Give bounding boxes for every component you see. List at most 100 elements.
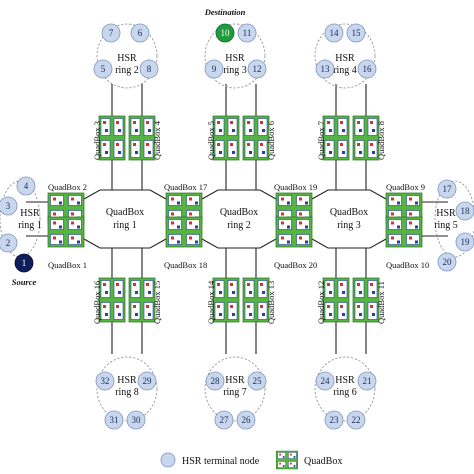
quadbox-ring-3-sub: ring 3 <box>337 220 361 231</box>
destination-label: Destination <box>204 7 246 17</box>
hsr-ring-8-label: HSR <box>117 375 137 386</box>
terminal-node-5: 5 <box>93 59 113 79</box>
svg-text:25: 25 <box>253 376 263 386</box>
hsr-ring-2-label: HSR <box>117 53 137 64</box>
hsr-ring-7-label: HSR <box>225 375 245 386</box>
terminal-node-2: 2 <box>0 233 18 253</box>
hsr-ring-6-sub: ring 6 <box>333 387 357 398</box>
quadbox-20-label: QuadBox 20 <box>274 260 317 270</box>
quadbox-ring-1-sub: ring 1 <box>113 220 137 231</box>
terminal-nodes: 7 6 5 8 10 11 9 12 14 15 13 16 4 3 2 1 1… <box>0 23 474 430</box>
quadbox-7 <box>322 115 350 161</box>
quadbox-9-label: QuadBox 9 <box>386 182 425 192</box>
quadbox-3-label: QuadBox 3 <box>92 121 102 160</box>
svg-text:27: 27 <box>220 415 230 425</box>
svg-text:6: 6 <box>138 28 143 38</box>
terminal-node-28: 28 <box>205 371 225 391</box>
terminal-node-26: 26 <box>236 410 256 430</box>
hsr-ring-6-label: HSR <box>335 375 355 386</box>
quadbox-13-label: QuadBox 13 <box>266 281 276 324</box>
terminal-node-24: 24 <box>315 371 335 391</box>
terminal-node-13: 13 <box>315 59 335 79</box>
quadbox-19-label: QuadBox 19 <box>274 182 317 192</box>
hsr-ring-4-label: HSR <box>335 53 355 64</box>
svg-text:10: 10 <box>221 28 231 38</box>
legend-quadbox-icon <box>275 450 299 470</box>
svg-text:15: 15 <box>352 28 362 38</box>
svg-text:7: 7 <box>109 28 114 38</box>
quadbox-12-label: QuadBox 12 <box>316 281 326 324</box>
terminal-node-15: 15 <box>346 23 366 43</box>
svg-text:16: 16 <box>363 64 373 74</box>
quadbox-4-label: QuadBox 4 <box>152 120 162 160</box>
quadbox-6-label: QuadBox 6 <box>266 121 276 160</box>
terminal-node-17: 17 <box>437 179 457 199</box>
quadbox-3 <box>98 115 126 161</box>
legend: HSR terminal node QuadBox <box>160 450 342 470</box>
quadbox-7-label: QuadBox 7 <box>316 121 326 160</box>
quadbox-16 <box>98 277 126 323</box>
terminal-node-22: 22 <box>346 410 366 430</box>
quadbox-10 <box>385 216 423 248</box>
quadbox-1 <box>47 216 85 248</box>
terminal-node-1: 1 <box>14 253 34 273</box>
svg-text:1: 1 <box>22 258 27 268</box>
hsr-ring-7-sub: ring 7 <box>223 387 247 398</box>
quadbox-ring-labels: QuadBox ring 1 QuadBox ring 2 QuadBox ri… <box>106 207 368 231</box>
terminal-node-6: 6 <box>130 23 150 43</box>
quadbox-16-label: QuadBox 16 <box>92 281 102 324</box>
legend-terminal-node-label: HSR terminal node <box>182 456 260 467</box>
svg-text:26: 26 <box>242 415 252 425</box>
svg-text:21: 21 <box>363 376 372 386</box>
svg-text:28: 28 <box>211 376 221 386</box>
quadbox-ring-3-label: QuadBox <box>330 207 368 218</box>
terminal-node-29: 29 <box>137 371 157 391</box>
hsr-ring-3-label: HSR <box>225 53 245 64</box>
svg-text:2: 2 <box>6 238 11 248</box>
terminal-node-20: 20 <box>437 252 457 272</box>
quadbox-1-label: QuadBox 1 <box>48 260 87 270</box>
svg-text:12: 12 <box>253 64 262 74</box>
source-label: Source <box>12 277 37 287</box>
terminal-node-16: 16 <box>357 59 377 79</box>
quadbox-labels: QuadBox 2 QuadBox 1 QuadBox 17 QuadBox 1… <box>48 120 429 324</box>
terminal-node-9: 9 <box>204 59 224 79</box>
svg-text:29: 29 <box>143 376 153 386</box>
terminal-node-12: 12 <box>247 59 267 79</box>
legend-quadbox-label: QuadBox <box>304 456 342 467</box>
quadbox-18 <box>165 216 203 248</box>
svg-text:4: 4 <box>24 181 29 191</box>
hsr-ring-1-sub: ring 1 <box>18 220 42 231</box>
terminal-node-7: 7 <box>101 23 121 43</box>
terminal-node-4: 4 <box>16 176 36 196</box>
svg-text:20: 20 <box>443 257 453 267</box>
svg-text:9: 9 <box>212 64 217 74</box>
backbone-wires <box>26 84 448 354</box>
quadbox-5 <box>212 115 240 161</box>
terminal-node-18: 18 <box>455 201 474 221</box>
svg-text:11: 11 <box>243 28 252 38</box>
hsr-ring-1-label: HSR <box>20 208 40 219</box>
terminal-node-14: 14 <box>324 23 344 43</box>
quadbox-18-label: QuadBox 18 <box>164 260 207 270</box>
terminal-node-8: 8 <box>139 59 159 79</box>
svg-text:31: 31 <box>110 415 119 425</box>
hsr-ring-outlines <box>0 23 474 422</box>
svg-text:24: 24 <box>321 376 331 386</box>
terminal-node-27: 27 <box>214 410 234 430</box>
quadbox-14-label: QuadBox 14 <box>206 280 216 324</box>
hsr-ring-labels: HSR ring 2 HSR ring 3 HSR ring 4 HSR rin… <box>18 53 458 398</box>
hsr-ring-5-label: HSR <box>436 208 456 219</box>
svg-text:32: 32 <box>101 376 110 386</box>
terminal-node-11: 11 <box>237 23 257 43</box>
svg-text:5: 5 <box>101 64 106 74</box>
quadbox-8-label: QuadBox 8 <box>376 121 386 160</box>
quadbox-17-label: QuadBox 17 <box>164 182 207 192</box>
svg-text:3: 3 <box>6 201 11 211</box>
terminal-node-30: 30 <box>126 410 146 430</box>
hsr-ring-2-sub: ring 2 <box>115 65 139 76</box>
quadbox-ring-2-label: QuadBox <box>220 207 258 218</box>
svg-text:17: 17 <box>443 184 453 194</box>
quadbox-15-label: QuadBox 15 <box>152 281 162 324</box>
